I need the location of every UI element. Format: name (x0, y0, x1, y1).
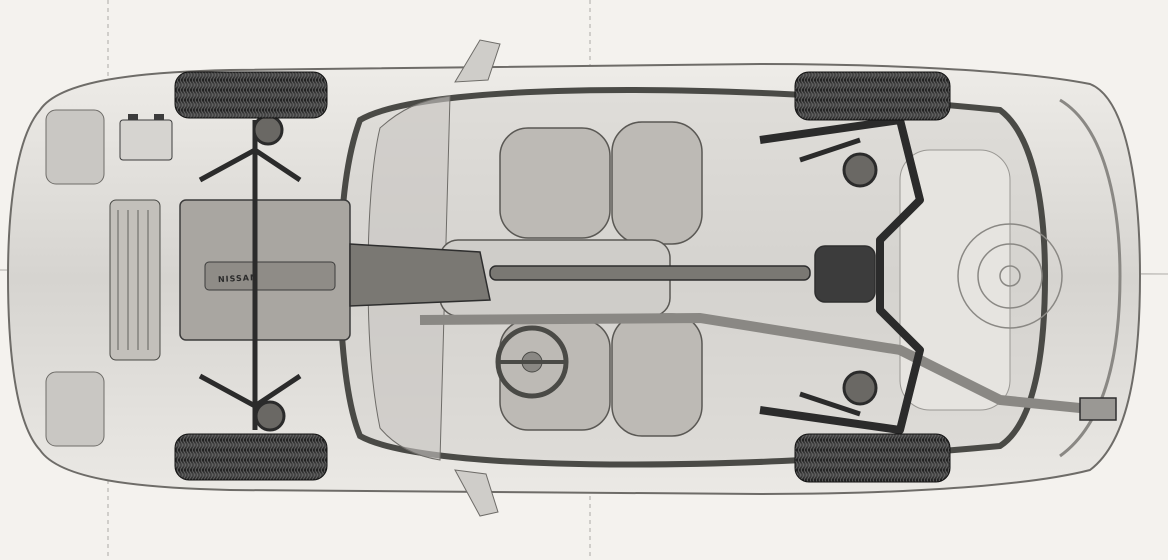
driver-seat-cushion (499, 127, 611, 239)
driveshaft (489, 265, 811, 281)
front-left-tire (174, 71, 328, 119)
spare-tire-icon (957, 223, 1063, 329)
battery-icon (119, 114, 173, 161)
front-right-tire (174, 433, 328, 481)
exhaust-tip (1079, 397, 1117, 421)
front-suspension (198, 114, 302, 432)
passenger-seat-back (611, 313, 703, 437)
left-mirror (454, 39, 501, 83)
right-mirror (454, 469, 499, 517)
driver-seat-back (611, 121, 703, 245)
valve-cover (204, 261, 336, 291)
differential (814, 245, 876, 303)
engine (109, 114, 351, 361)
rear-left-tire (794, 71, 951, 121)
transmission (349, 243, 491, 307)
drivetrain (349, 243, 1117, 421)
right-headlight (45, 371, 105, 447)
steering-wheel-icon (495, 325, 569, 399)
left-headlight (45, 109, 105, 185)
rear-subframe (759, 116, 924, 434)
rear-right-tire (794, 433, 951, 483)
tires (174, 71, 951, 483)
exhaust-pipe (419, 312, 1101, 415)
trunk-floor (899, 149, 1011, 411)
radiator (109, 199, 161, 361)
